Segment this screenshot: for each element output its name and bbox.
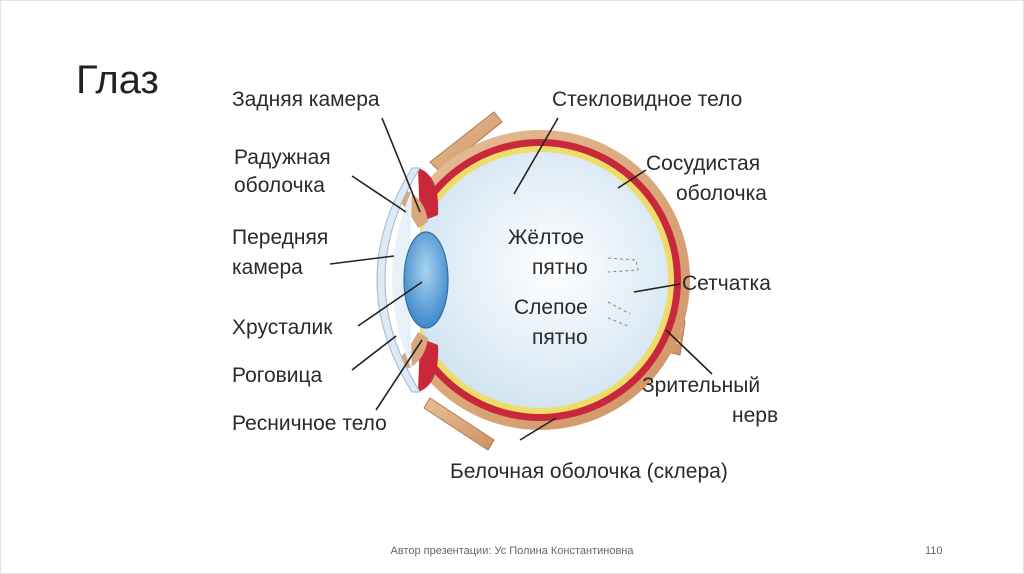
label-choroid-line2: оболочка: [676, 182, 767, 205]
leader-choroid: [617, 169, 647, 189]
macula-dash: [607, 257, 639, 273]
label-macula-line2: пятно: [532, 256, 588, 279]
label-optic-nerve-line2: нерв: [732, 404, 778, 427]
label-cornea: Роговица: [232, 364, 323, 387]
label-anterior-chamber-line1: Передняя: [232, 226, 328, 249]
slide-title: Глаз: [76, 58, 159, 102]
cornea: [376, 167, 421, 393]
label-anterior-chamber-line2: камера: [232, 256, 303, 279]
blind-spot-dash: [607, 301, 631, 327]
page-number: 110: [925, 545, 943, 557]
leader-vitreous: [513, 117, 559, 195]
leader-retina: [633, 283, 681, 293]
label-macula-line1: Жёлтое: [508, 226, 584, 249]
label-iris-line2: оболочка: [234, 174, 325, 197]
label-iris-line1: Радужная: [234, 146, 331, 169]
leader-lines: [329, 117, 713, 441]
leader-cornea: [351, 335, 397, 371]
leader-sclera: [519, 417, 557, 441]
label-sclera: Белочная оболочка (склера): [450, 460, 728, 483]
label-lens: Хрусталик: [232, 316, 333, 339]
label-posterior-chamber: Задняя камера: [232, 88, 380, 111]
iris-upper: [400, 190, 428, 228]
label-ciliary-body: Ресничное тело: [232, 412, 387, 435]
footer-author: Автор презентации: Ус Полина Константино…: [390, 545, 634, 557]
label-retina: Сетчатка: [682, 272, 771, 295]
leader-iris: [351, 175, 407, 213]
vitreous-body: [412, 152, 668, 408]
label-optic-nerve-line1: Зрительный: [642, 374, 760, 397]
anterior-chamber-fill: [392, 190, 412, 370]
leader-ciliary-body: [375, 339, 423, 411]
eye-muscle-bottom: [423, 397, 495, 451]
leader-optic-nerve: [665, 329, 713, 375]
label-vitreous-body: Стекловидное тело: [552, 88, 742, 111]
label-blind-spot-line2: пятно: [532, 326, 588, 349]
lens: [403, 231, 449, 329]
leader-posterior-chamber: [381, 117, 421, 213]
leader-anterior-chamber: [329, 255, 395, 265]
leader-lens: [357, 281, 423, 327]
eye-muscle-top: [429, 111, 503, 173]
label-blind-spot-line1: Слепое: [514, 296, 588, 319]
label-choroid-line1: Сосудистая: [646, 152, 760, 175]
